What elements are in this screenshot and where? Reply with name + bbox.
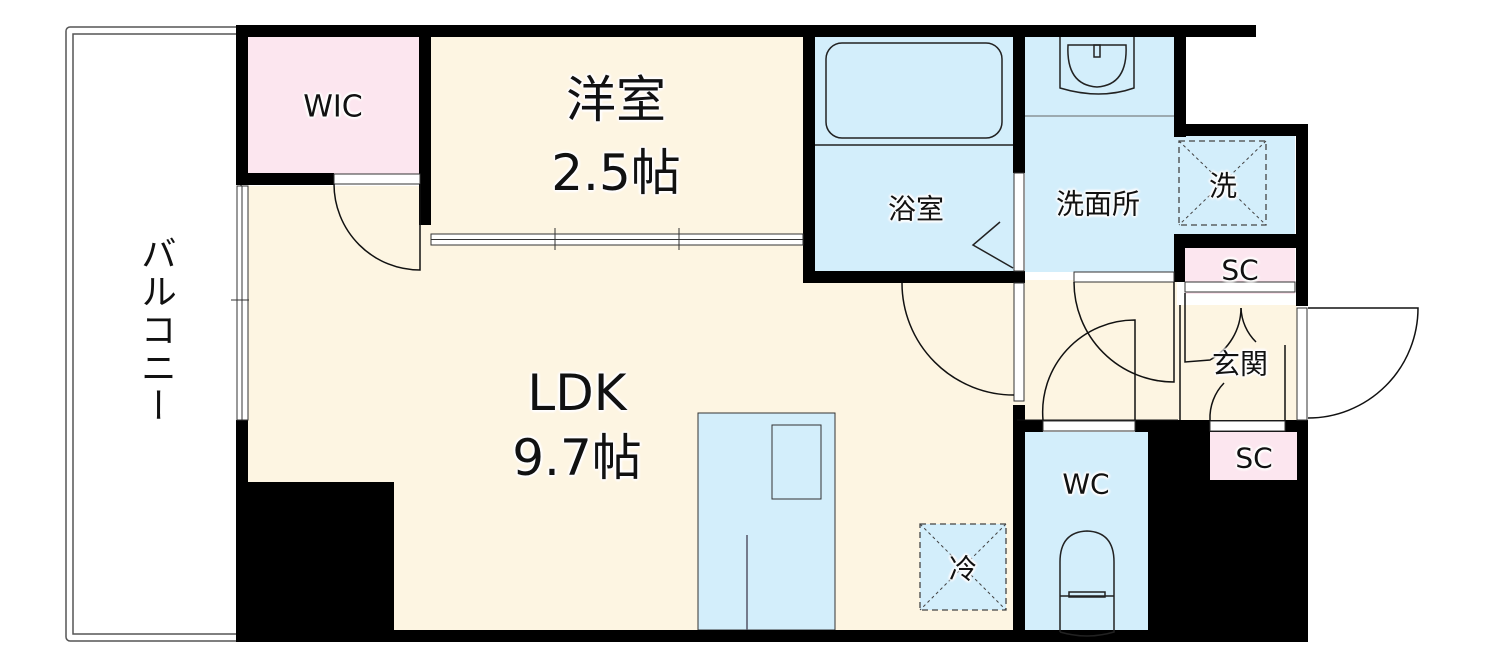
western-room-label: 洋室 — [566, 70, 666, 129]
shoe-closet-bottom-label: SC — [1235, 441, 1273, 475]
balcony-label: バルコニー — [134, 235, 176, 425]
washroom-fill — [1025, 36, 1175, 272]
bathroom-door-icon — [971, 221, 1014, 269]
ldk-label: LDK — [527, 363, 627, 422]
washbasin-icon — [1059, 37, 1135, 95]
entrance-label: 玄関 — [1211, 347, 1269, 381]
bathtub-icon — [825, 42, 1003, 139]
western-room-size: 2.5帖 — [551, 143, 681, 202]
washroom-label: 洗面所 — [1055, 187, 1141, 221]
door-swings — [333, 183, 1419, 421]
fridge-label: 冷 — [948, 552, 978, 586]
openings — [231, 172, 1308, 432]
sink — [771, 424, 822, 500]
balcony-area — [65, 26, 242, 642]
fixtures — [815, 37, 1174, 637]
shoe-closet-top-label: SC — [1221, 253, 1259, 287]
toilet-icon — [1059, 530, 1115, 637]
washer-label: 洗 — [1208, 169, 1238, 203]
appliance-spaces — [919, 140, 1267, 611]
washer-space-icon — [1178, 140, 1267, 226]
ldk-size: 9.7帖 — [512, 428, 642, 487]
wic-label: WIC — [303, 89, 363, 125]
toilet-label: WC — [1062, 467, 1110, 501]
floor-fills — [247, 36, 1297, 631]
wic-fill — [247, 36, 420, 174]
bathroom-fill — [815, 36, 1015, 272]
bathroom-label: 浴室 — [887, 192, 945, 226]
